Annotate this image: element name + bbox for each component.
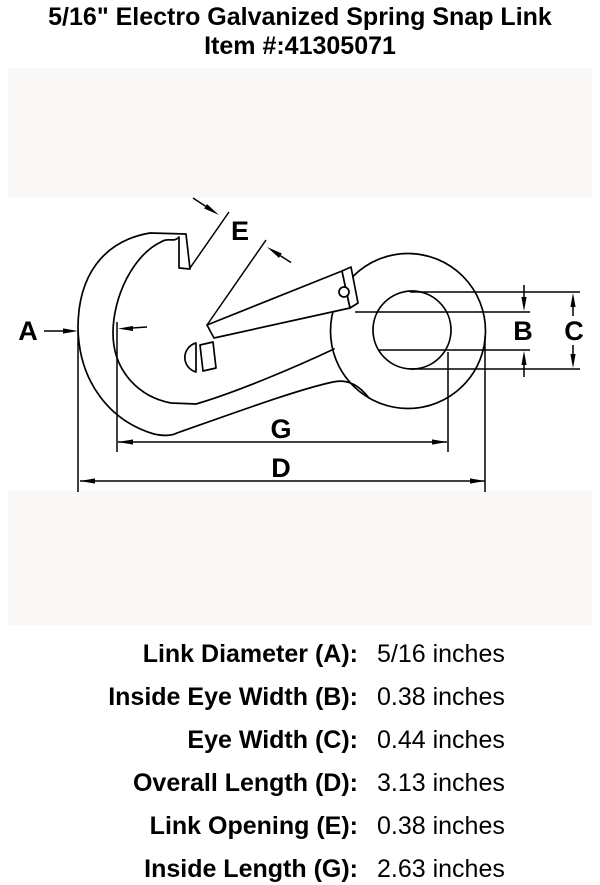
spec-value: 0.38 inches [377,812,505,840]
e-arrowhead-2 [267,247,282,258]
e-leader-1 [189,211,230,269]
page-title: 5/16" Electro Galvanized Spring Snap Lin… [48,3,552,31]
spec-row-eye-width: Eye Width (C): 0.44 inches [0,719,600,762]
c-top-arrowhead [570,293,576,307]
g-left-arrowhead [118,439,133,445]
spec-label: Overall Length (D): [132,769,358,797]
d-right-arrowhead [470,478,485,484]
spring-tip-block [199,341,217,372]
dimension-e: E [189,197,292,326]
rivet-hole [338,286,350,298]
d-left-arrowhead [80,478,95,484]
snap-link-body [77,232,487,437]
dimension-d: D [77,332,486,492]
spec-label: Inside Length (G): [144,855,358,883]
g-right-arrowhead [432,439,447,445]
spec-value: 0.44 inches [377,726,505,754]
spec-label: Link Opening (E): [149,812,358,840]
dimension-g: G [116,322,449,452]
e-arrowhead-1 [204,204,219,215]
item-number: Item #:41305071 [204,32,396,60]
dim-label-g: G [270,414,291,444]
spec-label: Eye Width (C): [187,726,358,754]
dim-label-a: A [18,316,38,346]
spring-tip-disc [184,342,197,373]
a-right-arrowhead [118,326,133,331]
dimension-a: A [18,316,148,346]
eye-inner-circle [372,290,452,370]
e-leader-2 [206,239,267,326]
spec-value: 3.13 inches [377,769,505,797]
spec-row-overall-length: Overall Length (D): 3.13 inches [0,762,600,805]
hook-inner-curve [112,232,335,405]
spec-table: Link Diameter (A): 5/16 inches Inside Ey… [0,633,600,885]
c-bottom-arrowhead [570,354,576,368]
spec-row-link-opening: Link Opening (E): 0.38 inches [0,805,600,848]
b-bottom-arrowhead [521,351,527,365]
spec-row-inside-eye-width: Inside Eye Width (B): 0.38 inches [0,676,600,719]
dim-label-c: C [564,316,584,346]
e-arrow-2-tail [279,255,292,264]
e-arrow-1-tail [192,197,207,207]
dim-label-e: E [231,216,249,246]
b-top-arrowhead [521,297,527,311]
a-right-arrow-tail [131,326,148,329]
spec-row-inside-length: Inside Length (G): 2.63 inches [0,848,600,885]
title-block: 5/16" Electro Galvanized Spring Snap Lin… [0,3,600,61]
eye-outer-circle [329,252,487,410]
spec-value: 2.63 inches [377,855,505,883]
image-background-band-bottom [8,491,592,625]
spec-label: Link Diameter (A): [142,640,358,668]
spec-label: Inside Eye Width (B): [108,683,358,711]
a-left-arrowhead [63,328,78,334]
dim-label-b: B [513,316,533,346]
spec-row-link-diameter: Link Diameter (A): 5/16 inches [0,633,600,676]
hook-outer-curve [77,232,370,437]
image-background-band-top [8,68,592,197]
dimension-c: C [410,291,584,370]
spec-value: 0.38 inches [377,683,505,711]
dimension-b: B [355,285,533,377]
dim-label-d: D [271,453,291,483]
spec-value: 5/16 inches [377,640,505,668]
gate-lever [206,270,351,339]
